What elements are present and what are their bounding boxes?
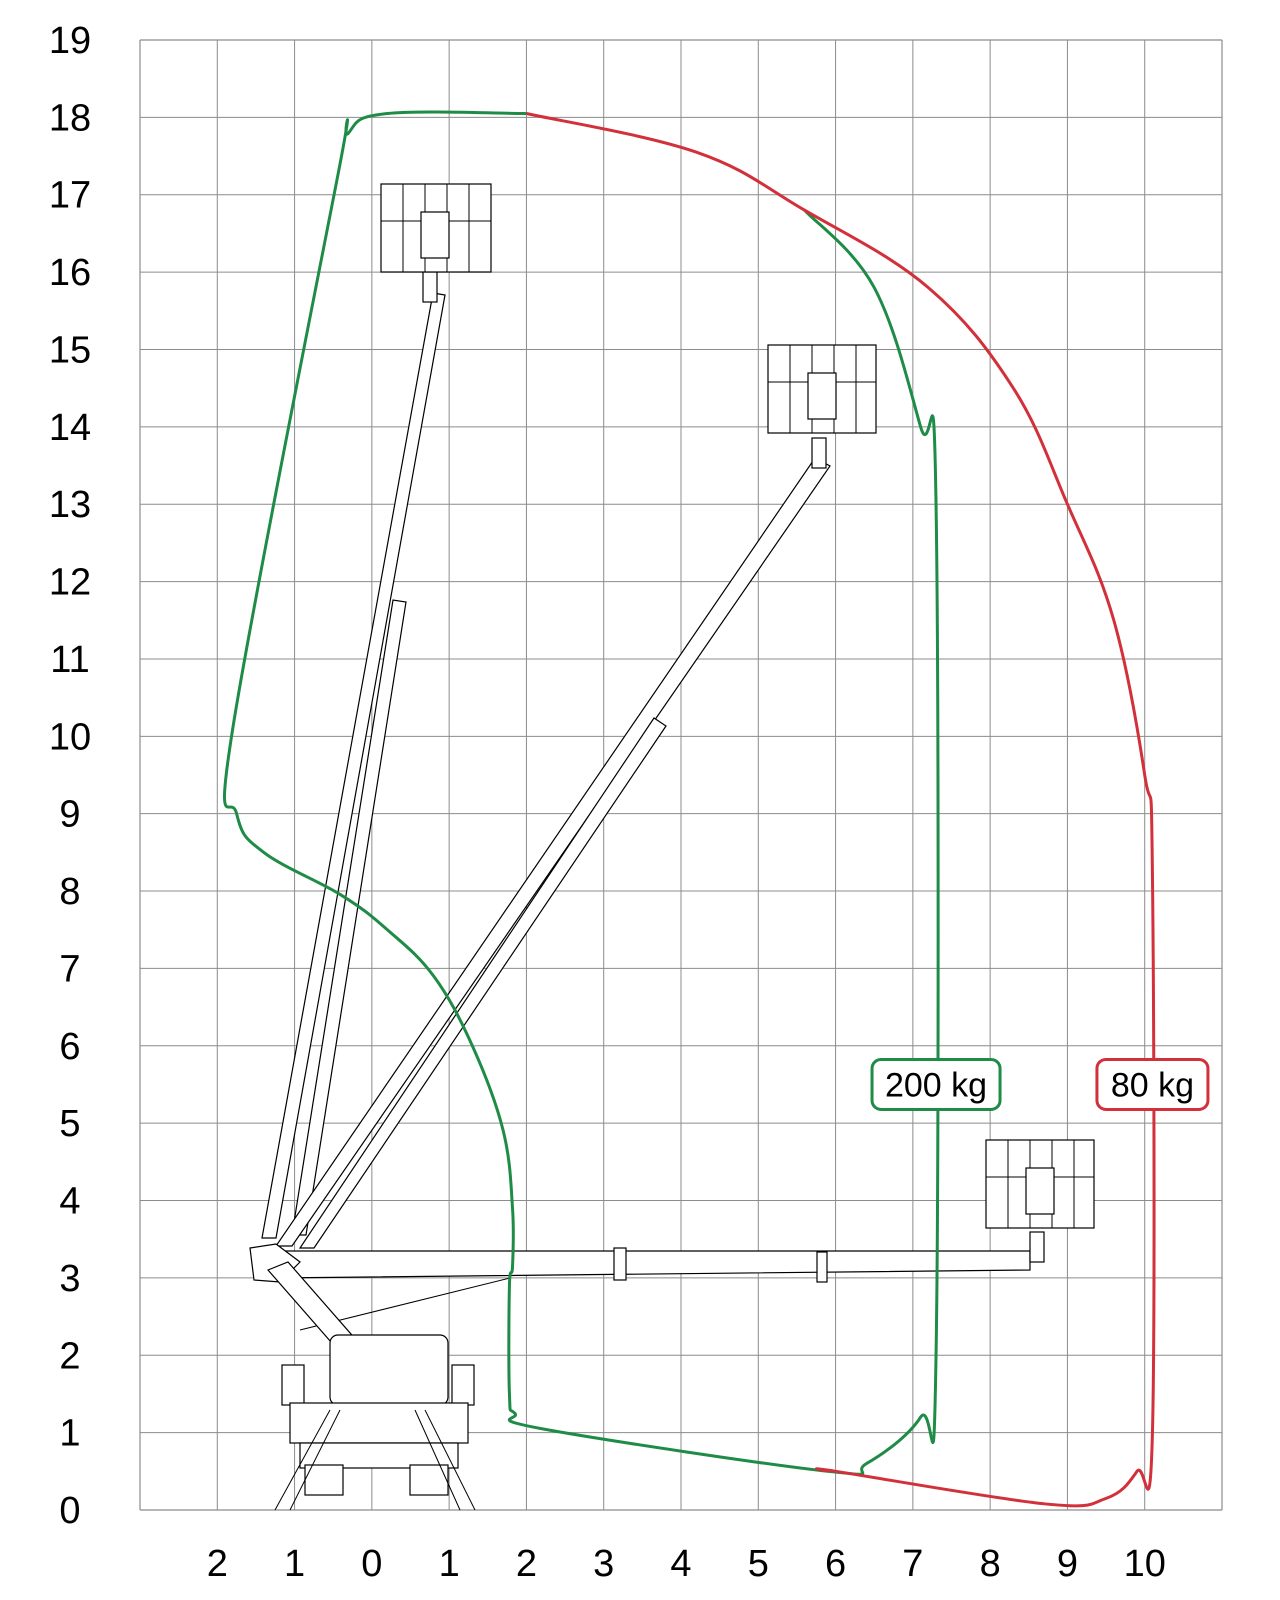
x-tick-label: 1 [284, 1543, 305, 1585]
load-label-box [870, 1057, 1002, 1111]
x-tick-label: 6 [825, 1543, 846, 1585]
y-tick-label: 19 [49, 20, 91, 62]
x-tick-label: 9 [1057, 1543, 1078, 1585]
boom-diagonal-lower [298, 717, 667, 1249]
load-label: 80 kg [1111, 1066, 1194, 1104]
y-tick-label: 12 [49, 562, 91, 604]
load-label: 200 kg [885, 1066, 987, 1104]
x-tick-label: 10 [1124, 1543, 1166, 1585]
y-tick-label: 11 [50, 639, 89, 681]
y-tick-label: 4 [59, 1181, 80, 1223]
envelope-curves [222, 110, 1156, 1508]
outrigger-left [274, 1409, 331, 1511]
boom-vertical-lower [291, 599, 407, 1236]
y-tick-label: 2 [59, 1335, 80, 1377]
y-tick-label: 8 [59, 871, 80, 913]
x-tick-label: 1 [439, 1543, 460, 1585]
envelope-curve [222, 110, 940, 1476]
x-tick-label: 4 [670, 1543, 691, 1585]
x-tick-label: 2 [516, 1543, 537, 1585]
truck-base [289, 1402, 469, 1444]
y-tick-label: 5 [59, 1103, 80, 1145]
truck-mirror-left [281, 1364, 305, 1406]
boom-horizontal-joint-2 [816, 1251, 828, 1283]
truck-cab [329, 1334, 449, 1406]
platform-rotator-2 [811, 437, 827, 469]
boom-vertical [261, 292, 446, 1239]
boom-horizontal-joint [613, 1247, 627, 1281]
y-tick-label: 9 [59, 794, 80, 836]
envelope-curve [526, 112, 1156, 1508]
platform-2 [767, 344, 877, 434]
y-tick-label: 1 [59, 1413, 80, 1455]
x-tick-label: 7 [902, 1543, 923, 1585]
outrigger-right [424, 1409, 476, 1511]
x-tick-label: 3 [593, 1543, 614, 1585]
platform-3 [985, 1139, 1095, 1229]
y-tick-label: 13 [49, 484, 91, 526]
y-tick-label: 6 [59, 1026, 80, 1068]
outrigger-left-2 [289, 1409, 341, 1511]
x-tick-label: 5 [748, 1543, 769, 1585]
boom-horizontal [271, 1250, 1031, 1279]
boom-diagonal [274, 457, 831, 1247]
truck-bumper [299, 1442, 459, 1469]
y-tick-label: 14 [49, 407, 91, 449]
y-tick-label: 7 [59, 948, 80, 990]
y-tick-label: 10 [49, 716, 91, 758]
x-tick-label: 2 [207, 1543, 228, 1585]
y-tick-label: 3 [59, 1258, 80, 1300]
outrigger-right-2 [414, 1409, 461, 1511]
load-labels: 200 kg 80 kg [870, 1057, 1210, 1111]
machine-drawing [249, 183, 1095, 1511]
x-tick-label: 8 [980, 1543, 1001, 1585]
y-tick-label: 15 [49, 329, 91, 371]
y-tick-label: 18 [49, 97, 91, 139]
y-tick-label: 0 [59, 1490, 80, 1532]
load-label-box [1095, 1057, 1210, 1111]
platform-rotator-3 [1029, 1231, 1045, 1263]
platform-rotator-1 [422, 271, 438, 303]
platform-1 [380, 183, 492, 273]
x-tick-label: 0 [361, 1543, 382, 1585]
y-tick-label: 16 [49, 252, 91, 294]
truck-mirror-right [451, 1364, 475, 1406]
y-tick-label: 17 [49, 175, 91, 217]
